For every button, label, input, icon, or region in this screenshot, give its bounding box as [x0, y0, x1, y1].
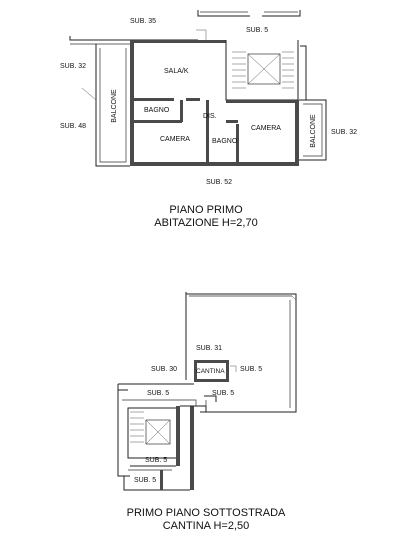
wall-sala-dis — [186, 98, 200, 101]
label-sub32-left: SUB. 32 — [60, 63, 86, 70]
wall-dis-west — [206, 100, 209, 124]
stair-lift-box — [247, 53, 281, 85]
label-sub35: SUB. 35 — [130, 18, 156, 25]
wall-camera2-north — [226, 100, 298, 103]
lower-corridor-outline — [117, 383, 194, 477]
label-balcone-left: BALCONE — [111, 89, 118, 123]
lower-title-line1: PRIMO PIANO SOTTOSTRADA — [127, 507, 286, 519]
label-bagno1: BAGNO — [144, 107, 170, 114]
upper-top-corridor — [197, 10, 301, 17]
cantina-wall-east — [226, 360, 229, 382]
label-sub5-c: SUB. 5 — [145, 457, 167, 464]
balcone-right-outline — [299, 99, 327, 161]
label-sub5-right: SUB. 5 — [240, 366, 262, 373]
lower-stair-east-wall — [176, 406, 180, 466]
lower-plan: SUB. 31 SUB. 30 CANTINA SUB. 5 SUB. 5 SU… — [117, 292, 297, 532]
lower-corridor-inner — [122, 399, 207, 406]
label-sub52: SUB. 52 — [206, 179, 232, 186]
stair-lift-cross — [247, 53, 281, 85]
lower-bottom-rooms — [123, 465, 190, 491]
upper-title-line2: ABITAZIONE H=2,70 — [154, 217, 257, 229]
lower-shaft-top — [180, 405, 207, 412]
lower-door-mark — [204, 395, 217, 402]
cantina-door-mark — [230, 365, 237, 372]
label-sub5-b: SUB. 5 — [212, 390, 234, 397]
wall-camera-bagno — [206, 124, 209, 162]
lower-corner-mark — [291, 295, 297, 301]
wall-bagno-camera — [134, 120, 182, 123]
balcone-left-outline — [95, 44, 130, 167]
label-sala: SALA/K — [164, 68, 189, 75]
stair-east-wall — [300, 45, 307, 100]
upper-top-boundary — [69, 36, 198, 41]
label-camera2: CAMERA — [251, 125, 281, 132]
label-sub31: SUB. 31 — [196, 345, 222, 352]
lower-title-line2: CANTINA H=2,50 — [163, 520, 250, 532]
upper-wall-south — [130, 162, 298, 166]
label-sub5-d: SUB. 5 — [134, 477, 156, 484]
balcone-left-leader — [81, 87, 97, 101]
cantina-wall-west — [194, 360, 197, 382]
label-sub5-top: SUB. 5 — [246, 27, 268, 34]
lower-stair-outline — [127, 407, 179, 459]
lower-bottom-partition — [160, 470, 163, 490]
upper-wall-east — [295, 100, 299, 166]
lower-lift-box — [145, 419, 171, 445]
balcone-right-inner — [303, 103, 323, 157]
label-cantina: CANTINA — [196, 368, 225, 375]
stair-steps-right — [282, 51, 294, 89]
label-balcone-right: BALCONE — [310, 114, 317, 148]
upper-title-line1: PIANO PRIMO — [169, 204, 243, 216]
label-sub48: SUB. 48 — [60, 123, 86, 130]
lower-outer-outline — [185, 292, 297, 413]
upper-wall-west — [130, 40, 134, 166]
wall-dis-east — [226, 120, 238, 123]
label-sub30: SUB. 30 — [151, 366, 177, 373]
wall-bagno2-east — [236, 124, 239, 162]
lower-stair-steps — [130, 411, 144, 443]
wall-sala-bagno — [134, 98, 174, 101]
cantina-wall-south — [194, 379, 228, 382]
door-mark-top — [196, 29, 207, 40]
label-camera1: CAMERA — [160, 136, 190, 143]
label-bagno2: BAGNO — [212, 138, 238, 145]
wall-bagno-east — [180, 100, 183, 122]
lower-shaft-wall — [190, 406, 194, 490]
label-dis: DIS. — [203, 113, 217, 120]
label-sub5-a: SUB. 5 — [147, 390, 169, 397]
upper-plan: SUB. 35 SUB. 5 SUB. 32 SUB. 48 SUB. 32 S… — [60, 10, 357, 229]
upper-wall-north — [130, 40, 226, 43]
stair-steps-left — [232, 51, 246, 89]
label-sub32-right: SUB. 32 — [331, 129, 357, 136]
balcone-left-inner — [99, 48, 127, 163]
lower-lift-cross — [145, 419, 171, 445]
cantina-wall-north — [194, 360, 228, 363]
